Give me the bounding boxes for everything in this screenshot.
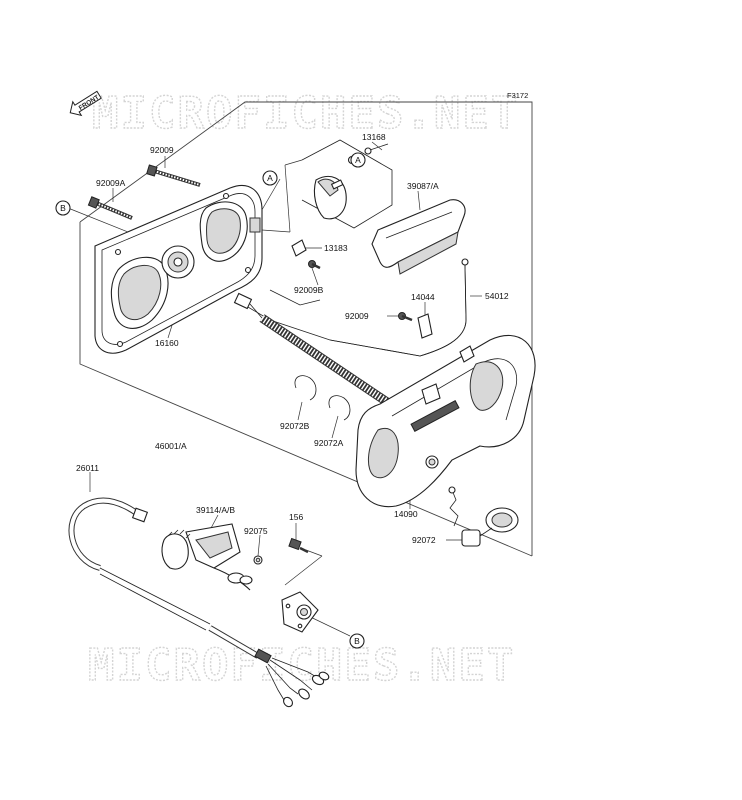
clamp-92072b <box>294 375 317 401</box>
part-54012-cable <box>235 258 469 357</box>
part-46001a-harness <box>233 289 393 408</box>
switch-plate <box>281 591 319 633</box>
part-label-92072: 92072 <box>412 535 436 545</box>
callout-a-upper: A <box>262 170 278 186</box>
part-39087a-cover <box>371 199 466 275</box>
part-label-92009b: 92009B <box>294 285 324 295</box>
part-label-13183: 13183 <box>324 243 348 253</box>
part-label-92072a: 92072A <box>314 438 344 448</box>
part-label-39114ab: 39114/A/B <box>196 505 235 515</box>
part-26011-cable <box>68 497 211 631</box>
watermark-top: MICROFICHES.NET <box>92 88 519 139</box>
svg-text:A: A <box>267 173 273 183</box>
part-label-46001a: 46001/A <box>155 441 187 451</box>
part-labels: 13168 92009 92009A 39087/A 13183 92009B … <box>76 132 509 545</box>
callout-b-left: B <box>55 200 71 216</box>
svg-text:B: B <box>60 203 66 213</box>
part-label-14044: 14044 <box>411 292 435 302</box>
part-label-92009-lower: 92009 <box>345 311 369 321</box>
part-label-13168: 13168 <box>362 132 386 142</box>
part-label-156: 156 <box>289 512 303 522</box>
screw-92009-lower <box>398 312 413 322</box>
part-39114ab-switch <box>161 523 253 591</box>
part-92072-clamp <box>448 486 519 547</box>
part-14090-grip <box>355 334 536 508</box>
callout-b-lower: B <box>349 633 365 649</box>
part-label-92072b: 92072B <box>280 421 310 431</box>
part-label-26011: 26011 <box>76 463 99 473</box>
part-label-92009: 92009 <box>150 145 174 155</box>
part-label-16160: 16160 <box>155 338 179 348</box>
part-156-screw <box>288 537 309 554</box>
callout-a-clamp: A <box>350 152 366 168</box>
screw-92009b <box>308 260 321 270</box>
lower-harness <box>208 625 330 708</box>
part-14044-bracket <box>417 313 433 339</box>
part-label-39087a: 39087/A <box>407 181 439 191</box>
part-label-14090: 14090 <box>394 509 418 519</box>
part-13183-clip <box>291 239 307 257</box>
part-label-92075: 92075 <box>244 526 268 536</box>
clamp-92072a <box>328 395 351 421</box>
figure-code: F3172 <box>507 91 528 100</box>
watermark-bottom: MICROFICHES.NET <box>88 640 515 691</box>
part-label-92009a: 92009A <box>96 178 126 188</box>
part-16160-housing <box>94 184 263 354</box>
bolt-92009 <box>146 164 201 187</box>
part-label-54012: 54012 <box>485 291 509 301</box>
part-92075-grommet <box>253 555 263 565</box>
part-13168-cover <box>301 139 393 229</box>
bolt-92009a <box>87 196 133 220</box>
svg-text:A: A <box>355 155 361 165</box>
svg-text:B: B <box>354 636 360 646</box>
